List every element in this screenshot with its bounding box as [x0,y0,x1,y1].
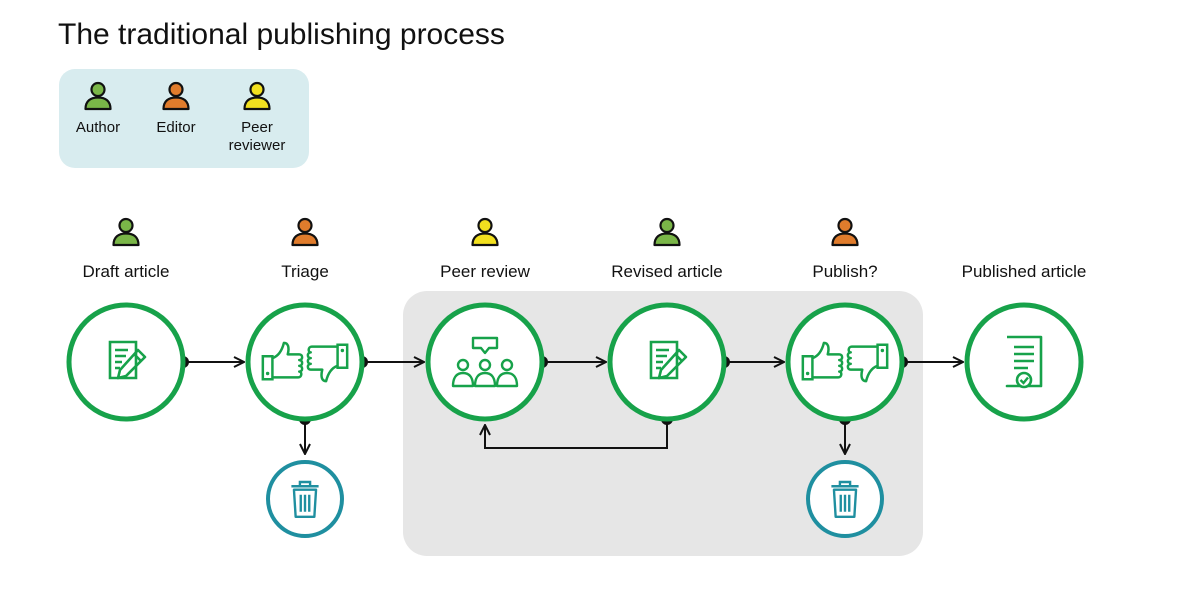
step-label-published: Published article [962,262,1087,281]
process-steps: Draft article Triage Peer review Revised ar… [66,217,1087,422]
step-node-triage [245,302,365,422]
reject-bin-publish-decision [806,460,884,538]
step-label-peer-review: Peer review [440,262,530,281]
step-label-revised: Revised article [611,262,723,281]
legend-item-editor: Editor [156,81,196,136]
step-label-publish-decision: Publish? [812,262,877,281]
legend-background [59,69,309,168]
step-node-peer-review [425,302,545,422]
trash-bin-icon [290,480,320,519]
step-revised: Revised article [607,217,727,422]
legend-label-editor: Editor [156,119,195,136]
author-person-icon [112,217,140,247]
step-node-publish-decision [785,302,905,422]
step-draft: Draft article [66,217,186,422]
legend-item-peer-reviewer: Peer reviewer [229,81,286,154]
step-label-triage: Triage [281,262,329,281]
rejection-bins [266,460,884,538]
legend-label-author: Author [76,119,120,136]
step-publish-decision: Publish? [785,217,905,422]
legend-label-peer-reviewer-line-1: Peer [241,119,273,136]
legend-label-peer-reviewer-line-2: reviewer [229,137,286,154]
revision-loop-arrow [485,419,668,449]
legend-item-author: Author [76,81,120,136]
step-peer-review: Peer review [425,217,545,422]
author-person-icon [653,217,681,247]
editor-person-icon [291,217,319,247]
step-label-draft: Draft article [83,262,170,281]
step-triage: Triage [245,217,365,422]
legend: Author Editor Peer reviewer [59,69,309,168]
step-published: Published article [962,262,1087,422]
diagram-title: The traditional publishing process [58,18,505,51]
peer-reviewer-person-icon [471,217,499,247]
reject-bin-triage [266,460,344,538]
editor-person-icon [831,217,859,247]
trash-bin-icon [830,480,860,519]
